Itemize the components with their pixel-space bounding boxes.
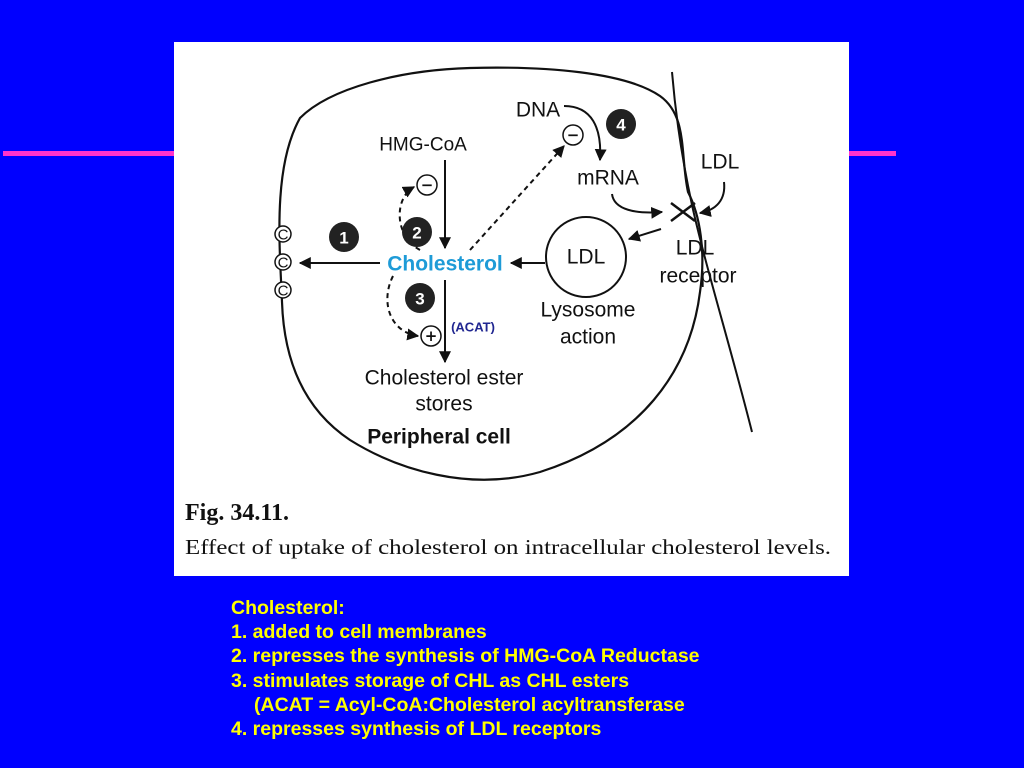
notes-item: 3. stimulates storage of CHL as CHL este… bbox=[231, 669, 630, 692]
extracellular-ldl-label: LDL bbox=[701, 151, 740, 174]
step-2-marker: 2 bbox=[402, 217, 432, 247]
figure-caption: Effect of uptake of cholesterol on intra… bbox=[185, 535, 831, 559]
dna-label: DNA bbox=[516, 99, 560, 122]
membrane-cholesterol-label: C bbox=[278, 283, 289, 300]
notes-item: 2. represses the synthesis of HMG-CoA Re… bbox=[231, 645, 700, 668]
cell-outline bbox=[278, 66, 704, 481]
minus-sign: − bbox=[567, 126, 580, 144]
cholesterol-regulation-diagram: C C C − − + 1 2 bbox=[185, 66, 831, 559]
peripheral-cell-label: Peripheral cell bbox=[367, 426, 511, 449]
notes-item: 4. represses synthesis of LDL receptors bbox=[231, 717, 602, 740]
dashed-arrow-cholesterol-to-acat-stimulation bbox=[386, 275, 420, 341]
ldl-particle-circle bbox=[545, 216, 627, 298]
arrow-receptor-to-ldl-particle bbox=[627, 228, 662, 242]
step-3-marker: 3 bbox=[405, 283, 435, 313]
notes-block: Cholesterol: 1. added to cell membranes … bbox=[231, 596, 700, 741]
notes-item: 1. added to cell membranes bbox=[231, 621, 487, 644]
ldl-receptor-mark bbox=[670, 202, 696, 222]
membrane-cholesterol-label: C bbox=[278, 255, 289, 272]
ester-stores-label-line1: Cholesterol ester bbox=[365, 367, 524, 390]
step-4-marker: 4 bbox=[606, 109, 636, 139]
inhibition-sign-dna: − bbox=[562, 124, 584, 146]
arrow-mrna-to-receptor bbox=[611, 193, 664, 219]
membrane-cholesterol-label: C bbox=[278, 227, 289, 244]
notes-heading: Cholesterol: bbox=[231, 597, 345, 619]
ldl-receptor-label-line1: LDL bbox=[676, 237, 715, 260]
cholesterol-label: Cholesterol bbox=[387, 253, 503, 276]
arrow-dna-to-mrna bbox=[563, 105, 607, 162]
hmg-coa-label: HMG-CoA bbox=[379, 135, 467, 156]
inhibition-sign-hmgcoa: − bbox=[416, 174, 438, 196]
step-number: 3 bbox=[415, 290, 424, 309]
figure-number: Fig. 34.11. bbox=[185, 500, 289, 526]
figure-panel: C C C − − + 1 2 bbox=[174, 42, 849, 576]
membrane-cholesterol-1: C bbox=[274, 225, 292, 244]
ldl-receptor-label-line2: receptor bbox=[659, 265, 736, 288]
minus-sign: − bbox=[421, 176, 434, 194]
membrane-cholesterol-2: C bbox=[274, 253, 292, 272]
lysosome-label-line1: Lysosome bbox=[541, 299, 636, 322]
dashed-arrow-cholesterol-to-hmgcoa-inhibition bbox=[398, 186, 421, 251]
mrna-label: mRNA bbox=[577, 167, 639, 190]
step-1-marker: 1 bbox=[329, 222, 359, 252]
step-number: 4 bbox=[616, 116, 626, 135]
notes-item-acat-definition: (ACAT = Acyl-CoA:Cholesterol acyltransfe… bbox=[254, 693, 685, 716]
plus-sign: + bbox=[425, 327, 438, 345]
arrow-ldl-to-receptor bbox=[698, 181, 726, 217]
ldl-particle-label: LDL bbox=[567, 246, 606, 269]
dashed-arrow-cholesterol-to-dna-inhibition bbox=[469, 145, 565, 251]
lysosome-label-line2: action bbox=[560, 326, 616, 349]
stimulation-sign-acat: + bbox=[420, 325, 442, 347]
acat-label: (ACAT) bbox=[451, 320, 495, 335]
plasma-membrane-line bbox=[671, 71, 753, 433]
membrane-cholesterol-3: C bbox=[274, 281, 292, 300]
step-number: 1 bbox=[339, 229, 348, 248]
step-number: 2 bbox=[412, 224, 421, 243]
ester-stores-label-line2: stores bbox=[415, 393, 472, 416]
